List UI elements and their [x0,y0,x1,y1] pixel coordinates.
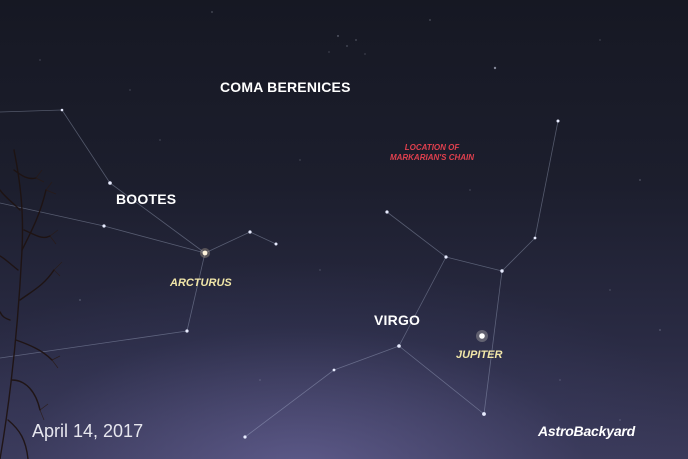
constellation-line [386,211,447,258]
label-arcturus: ARCTURUS [170,277,232,289]
star [79,299,81,301]
star [559,379,561,381]
constellation-line [61,109,111,184]
star [493,66,497,70]
star [274,242,278,246]
constellation-line [501,237,536,272]
constellation-line [244,369,335,438]
star [319,269,321,271]
constellation-line [204,231,251,254]
star [599,39,601,41]
photo-date: April 14, 2017 [32,421,144,441]
star [639,179,641,181]
constellation-line [0,330,188,359]
star [556,119,560,123]
star [332,368,336,372]
star [444,255,448,259]
star [248,230,252,234]
label-markarians-chain: LOCATION OF MARKARIAN'S CHAIN [384,143,480,163]
arcturus-star [202,250,208,256]
constellation-line [333,345,400,371]
constellation-line [0,109,63,113]
star [355,39,357,41]
watermark-brand: AstroBackyard [538,423,635,439]
label-markarian-line2: MARKARIAN'S CHAIN [389,153,475,162]
star [469,189,471,191]
star [429,19,431,21]
star [609,289,611,291]
star [159,139,161,141]
star [659,329,661,331]
constellation-line [398,345,485,415]
label-bootes: BOOTES [116,191,177,207]
star [619,419,621,421]
star [533,236,537,240]
star [259,379,261,381]
star [346,45,348,47]
constellation-line [398,256,447,347]
constellation-line [249,231,277,245]
star [39,59,41,61]
star [102,224,106,228]
star [328,51,330,53]
star [337,35,339,37]
star [185,329,189,333]
star [364,53,366,55]
star [482,412,486,416]
star [397,344,401,348]
star [299,159,301,161]
star [129,89,131,91]
star [60,108,64,112]
constellation-line [186,252,206,332]
star [108,181,112,185]
label-virgo: VIRGO [374,312,421,328]
label-jupiter: JUPITER [456,349,503,361]
tree-branches [0,149,55,459]
jupiter [479,333,485,339]
label-coma-berenices: COMA BERENICES [220,79,351,95]
label-markarian-line1: LOCATION OF [404,143,460,152]
star [500,269,504,273]
constellation-line [103,225,206,254]
constellation-line [483,270,503,415]
star [211,11,213,13]
star [243,435,247,439]
constellation-line [109,182,206,254]
constellation-line [445,256,503,272]
star [385,210,389,214]
constellation-line [534,120,559,239]
